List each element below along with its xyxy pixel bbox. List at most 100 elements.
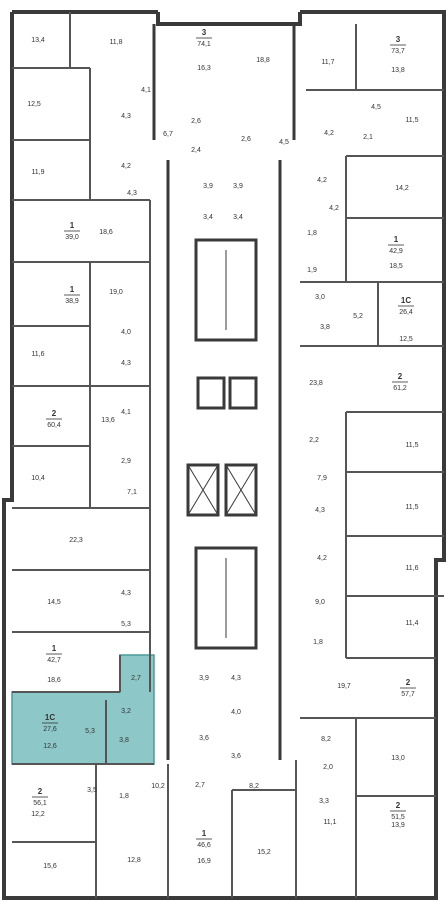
room-area: 10,4	[31, 475, 45, 482]
room-area: 5,3	[121, 621, 131, 628]
room-area: 19,7	[337, 683, 351, 690]
room-area: 12,6	[43, 743, 57, 750]
svg-text:42,9: 42,9	[389, 248, 403, 255]
apartment-marker[interactable]: 1 39,0	[64, 221, 80, 241]
room-area: 11,6	[405, 565, 418, 572]
room-area: 7,9	[317, 475, 327, 482]
svg-text:61,2: 61,2	[393, 385, 407, 392]
room-area: 4,3	[121, 113, 131, 120]
room-area: 4,2	[121, 163, 131, 170]
apartment-marker[interactable]: 1 38,9	[64, 285, 80, 305]
room-area: 2,6	[241, 136, 251, 143]
apartment-marker[interactable]: 2 60,4	[46, 409, 62, 429]
apartment-marker[interactable]: 2 57,7	[400, 678, 416, 698]
left-partitions	[12, 12, 169, 898]
room-area: 2,6	[191, 118, 201, 125]
room-area: 3,6	[231, 753, 241, 760]
room-area: 3,9	[199, 675, 209, 682]
room-area: 8,2	[321, 736, 331, 743]
room-labels: 13,4 11,8 16,3 18,8 11,7 13,8 4,1 4,5 12…	[27, 37, 418, 870]
svg-text:56,1: 56,1	[33, 800, 47, 807]
room-area: 12,8	[127, 857, 141, 864]
room-area: 4,2	[317, 177, 327, 184]
room-area: 6,7	[163, 131, 173, 138]
room-area: 13,6	[101, 417, 115, 424]
room-area: 9,0	[315, 599, 325, 606]
highlighted-apartment[interactable]	[11, 654, 155, 765]
room-area: 13,4	[31, 37, 45, 44]
room-area: 7,1	[127, 489, 137, 496]
room-area: 3,9	[233, 183, 243, 190]
room-area: 3,9	[203, 183, 213, 190]
apartment-marker[interactable]: 1С 26,4	[398, 296, 414, 316]
svg-text:46,6: 46,6	[197, 842, 211, 849]
room-area: 4,2	[329, 205, 339, 212]
room-area: 4,1	[141, 87, 151, 94]
room-area: 4,3	[231, 675, 241, 682]
svg-text:26,4: 26,4	[399, 309, 413, 316]
room-area: 1,8	[119, 793, 129, 800]
svg-text:60,4: 60,4	[47, 422, 61, 429]
room-area: 3,8	[320, 324, 330, 331]
apartment-marker[interactable]: 1 42,9	[388, 235, 404, 255]
right-partitions	[231, 24, 444, 898]
svg-text:3: 3	[396, 35, 401, 44]
room-area: 11,5	[405, 117, 418, 124]
room-area: 18,8	[256, 57, 270, 64]
room-area: 4,3	[127, 190, 137, 197]
room-area: 12,5	[399, 336, 413, 343]
svg-text:1С: 1С	[401, 296, 411, 305]
room-area: 12,2	[31, 811, 45, 818]
svg-text:27,6: 27,6	[43, 726, 57, 733]
apartment-marker[interactable]: 1 46,6	[196, 829, 212, 849]
apartment-marker[interactable]: 2 61,2	[392, 372, 408, 392]
room-area: 5,2	[353, 313, 363, 320]
apartment-marker[interactable]: 1 42,7	[46, 644, 62, 664]
room-area: 2,2	[309, 437, 319, 444]
svg-text:2: 2	[398, 372, 403, 381]
room-area: 19,0	[109, 289, 123, 296]
room-area: 4,3	[315, 507, 325, 514]
svg-text:38,9: 38,9	[65, 298, 79, 305]
room-area: 18,5	[389, 263, 403, 270]
room-area: 11,5	[405, 504, 418, 511]
svg-text:1: 1	[202, 829, 207, 838]
apartment-marker[interactable]: 3 74,1	[196, 28, 212, 48]
room-area: 3,2	[121, 708, 131, 715]
stair-core-top	[194, 238, 258, 342]
room-area: 22,3	[69, 537, 83, 544]
room-area: 2,4	[191, 147, 201, 154]
svg-text:2: 2	[52, 409, 57, 418]
svg-text:42,7: 42,7	[47, 657, 61, 664]
svg-text:2: 2	[38, 787, 43, 796]
room-area: 4,3	[121, 360, 131, 367]
elevator-block	[186, 376, 258, 517]
room-area: 12,5	[27, 101, 41, 108]
apartment-marker-highlighted[interactable]: 1С 27,6	[42, 713, 58, 733]
apartment-marker[interactable]: 2 51,5	[390, 801, 406, 821]
room-area: 8,2	[249, 783, 259, 790]
room-area: 11,5	[405, 442, 418, 449]
outer-walls	[2, 10, 446, 900]
room-area: 1,8	[313, 639, 323, 646]
room-area: 15,6	[43, 863, 57, 870]
room-area: 1,9	[307, 267, 317, 274]
corridor-walls	[152, 24, 296, 760]
stair-core-bottom	[194, 546, 258, 650]
room-area: 3,3	[319, 798, 329, 805]
room-area: 11,4	[405, 620, 418, 627]
svg-text:51,5: 51,5	[391, 814, 405, 821]
room-area: 11,8	[109, 39, 122, 46]
apartment-marker[interactable]: 3 73,7	[390, 35, 406, 55]
room-area: 10,2	[151, 783, 165, 790]
svg-text:57,7: 57,7	[401, 691, 415, 698]
room-area: 11,9	[31, 169, 44, 176]
room-area: 3,5	[87, 787, 97, 794]
room-area: 16,9	[197, 858, 211, 865]
apartment-marker[interactable]: 2 56,1	[32, 787, 48, 807]
svg-text:74,1: 74,1	[197, 41, 211, 48]
room-area: 3,4	[203, 214, 213, 221]
room-area: 4,5	[279, 139, 289, 146]
room-area: 2,1	[363, 134, 373, 141]
